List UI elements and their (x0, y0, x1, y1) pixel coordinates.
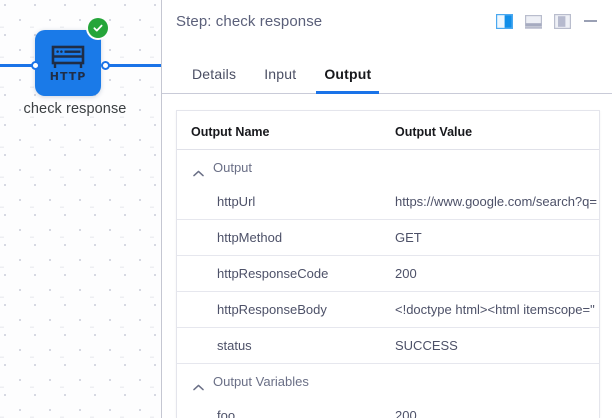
node-input-port[interactable] (31, 61, 40, 70)
group-label: Output Variables (213, 374, 309, 389)
output-value-cell: GET (389, 219, 599, 256)
node-output-port[interactable] (101, 61, 110, 70)
check-circle-icon (88, 18, 108, 38)
table-row[interactable]: httpResponseCode 200 (177, 255, 599, 292)
http-node[interactable]: HTTP (35, 30, 101, 96)
output-name-cell: foo (217, 408, 236, 418)
output-value-cell: SUCCESS (389, 327, 599, 364)
output-name-cell: httpResponseBody (177, 291, 389, 328)
output-value-cell: 200 (389, 255, 599, 292)
output-card: Output Name Output Value (176, 110, 600, 418)
layout-controls (496, 13, 598, 29)
step-details-panel: Step: check response (162, 0, 612, 418)
table-row[interactable]: httpUrl https://www.google.com/search?q= (177, 184, 599, 220)
chevron-up-icon[interactable] (193, 164, 204, 177)
column-header-output-name: Output Name (177, 111, 389, 150)
table-row[interactable]: foo 200 (177, 398, 599, 418)
page-title: Step: check response (176, 12, 323, 30)
output-name-cell: httpUrl (217, 194, 256, 209)
workflow-canvas[interactable]: HTTP check response (0, 0, 162, 418)
layout-split-right-icon[interactable] (496, 13, 514, 29)
table-row[interactable]: httpResponseBody <!doctype html><html it… (177, 291, 599, 328)
node-caption: check response (23, 101, 127, 117)
table-row[interactable]: status SUCCESS (177, 327, 599, 364)
panel-body: Output Name Output Value (162, 94, 612, 418)
output-value-cell: 200 (395, 408, 417, 418)
output-value-cell: https://www.google.com/search?q= (395, 194, 597, 209)
layout-dock-bottom-icon[interactable] (525, 14, 543, 29)
http-node-icon (51, 45, 85, 70)
chevron-up-icon[interactable] (193, 378, 204, 391)
output-value-cell: <!doctype html><html itemscope=" (389, 291, 599, 328)
table-row[interactable]: httpMethod GET (177, 219, 599, 256)
panel-header: Step: check response (162, 0, 612, 42)
layout-split-left-icon[interactable] (554, 13, 572, 29)
group-row-output[interactable]: Output (177, 150, 599, 185)
group-label: Output (213, 160, 253, 175)
table-header-row: Output Name Output Value (177, 111, 599, 150)
minimize-icon[interactable] (583, 14, 598, 29)
tab-output[interactable]: Output (310, 66, 385, 94)
panel-tabs: Details Input Output (162, 42, 612, 94)
output-name-cell: httpMethod (177, 219, 389, 256)
edge-incoming (0, 64, 38, 67)
column-header-output-value: Output Value (389, 111, 599, 150)
output-name-cell: httpResponseCode (177, 255, 389, 292)
http-node-icon-text: HTTP (49, 69, 87, 83)
tab-input[interactable]: Input (264, 66, 297, 82)
group-row-output-variables[interactable]: Output Variables (177, 363, 599, 398)
output-table: Output Name Output Value (177, 111, 599, 418)
edge-outgoing (105, 64, 161, 67)
tab-details[interactable]: Details (192, 66, 237, 82)
output-name-cell: status (177, 327, 389, 364)
